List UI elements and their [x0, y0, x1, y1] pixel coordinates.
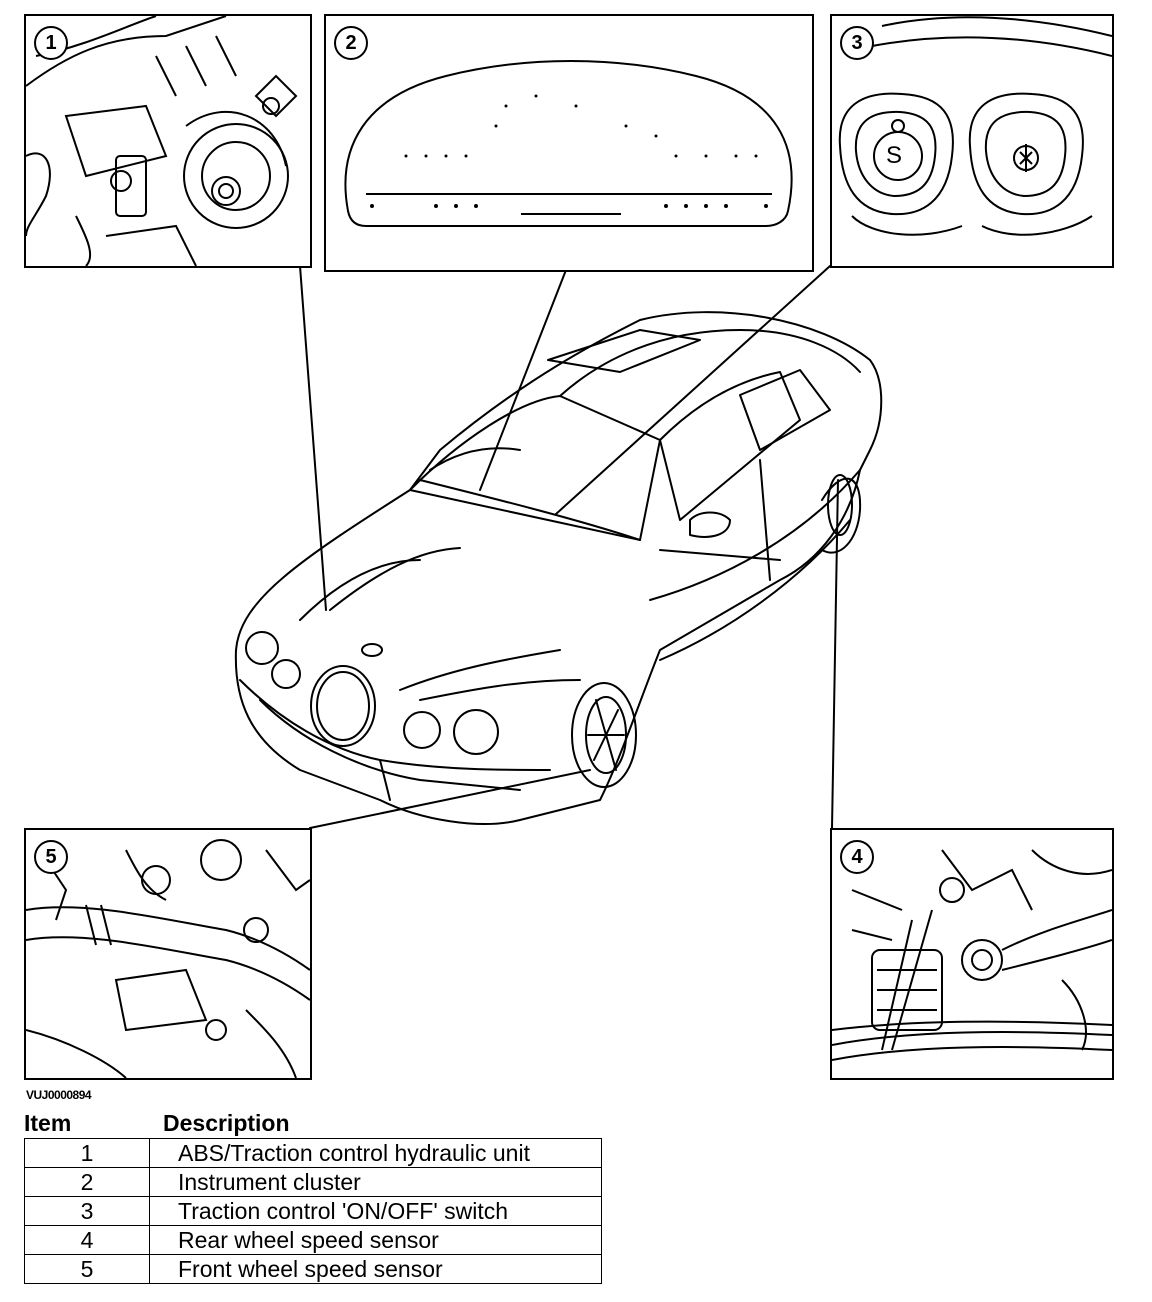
front-sensor-illustration: [26, 839, 310, 1078]
callout-number: 5: [34, 840, 68, 874]
callout-number: 1: [34, 26, 68, 60]
item-description: Instrument cluster: [149, 1167, 602, 1197]
panel-rear-wheel-speed-sensor: 4: [830, 828, 1114, 1080]
reference-code: VUJ0000894: [26, 1088, 92, 1102]
leader-line-1: [299, 265, 327, 611]
rear-sensor-illustration: [832, 849, 1112, 1061]
panel-abs-hydraulic-unit: 1: [24, 14, 312, 268]
headlight: [403, 711, 441, 749]
legend-table: Item Description 1 ABS/Traction control …: [24, 1108, 604, 1284]
traction-switch-illustration: [838, 16, 1112, 236]
headlight: [245, 631, 279, 665]
switch-symbol: S: [886, 142, 903, 169]
item-description: ABS/Traction control hydraulic unit: [149, 1138, 602, 1168]
item-number: 2: [24, 1167, 150, 1197]
item-description: Front wheel speed sensor: [149, 1254, 602, 1284]
item-number: 3: [24, 1196, 150, 1226]
items-table: 1 ABS/Traction control hydraulic unit 2 …: [24, 1138, 602, 1284]
panel-instrument-cluster: 2: [324, 14, 814, 272]
callout-number: 4: [840, 840, 874, 874]
abs-unit-illustration: [26, 16, 298, 266]
leader-line-5: [309, 769, 591, 829]
front-wheel: [571, 682, 637, 788]
table-row: 1 ABS/Traction control hydraulic unit: [24, 1138, 602, 1168]
headlight: [453, 709, 499, 755]
instrument-cluster-illustration: [344, 60, 793, 227]
legend-header: Item Description: [24, 1108, 604, 1138]
item-number: 1: [24, 1138, 150, 1168]
table-row: 5 Front wheel speed sensor: [24, 1254, 602, 1284]
grille: [310, 665, 376, 747]
item-number: 5: [24, 1254, 150, 1284]
panel-traction-control-switch: 3 S: [830, 14, 1114, 268]
item-description: Traction control 'ON/OFF' switch: [149, 1196, 602, 1226]
item-column-header: Item: [24, 1110, 72, 1136]
leader-line-4: [831, 479, 839, 829]
callout-number: 2: [334, 26, 368, 60]
leader-line-2: [479, 269, 567, 491]
table-row: 2 Instrument cluster: [24, 1167, 602, 1197]
callout-number: 3: [840, 26, 874, 60]
item-number: 4: [24, 1225, 150, 1255]
leader-line-3: [555, 265, 831, 515]
table-row: 3 Traction control 'ON/OFF' switch: [24, 1196, 602, 1226]
table-row: 4 Rear wheel speed sensor: [24, 1225, 602, 1255]
headlight: [271, 659, 301, 689]
item-description: Rear wheel speed sensor: [149, 1225, 602, 1255]
car-body: [234, 311, 883, 825]
description-column-header: Description: [163, 1110, 290, 1136]
rear-wheel: [821, 477, 862, 554]
panel-front-wheel-speed-sensor: 5: [24, 828, 312, 1080]
